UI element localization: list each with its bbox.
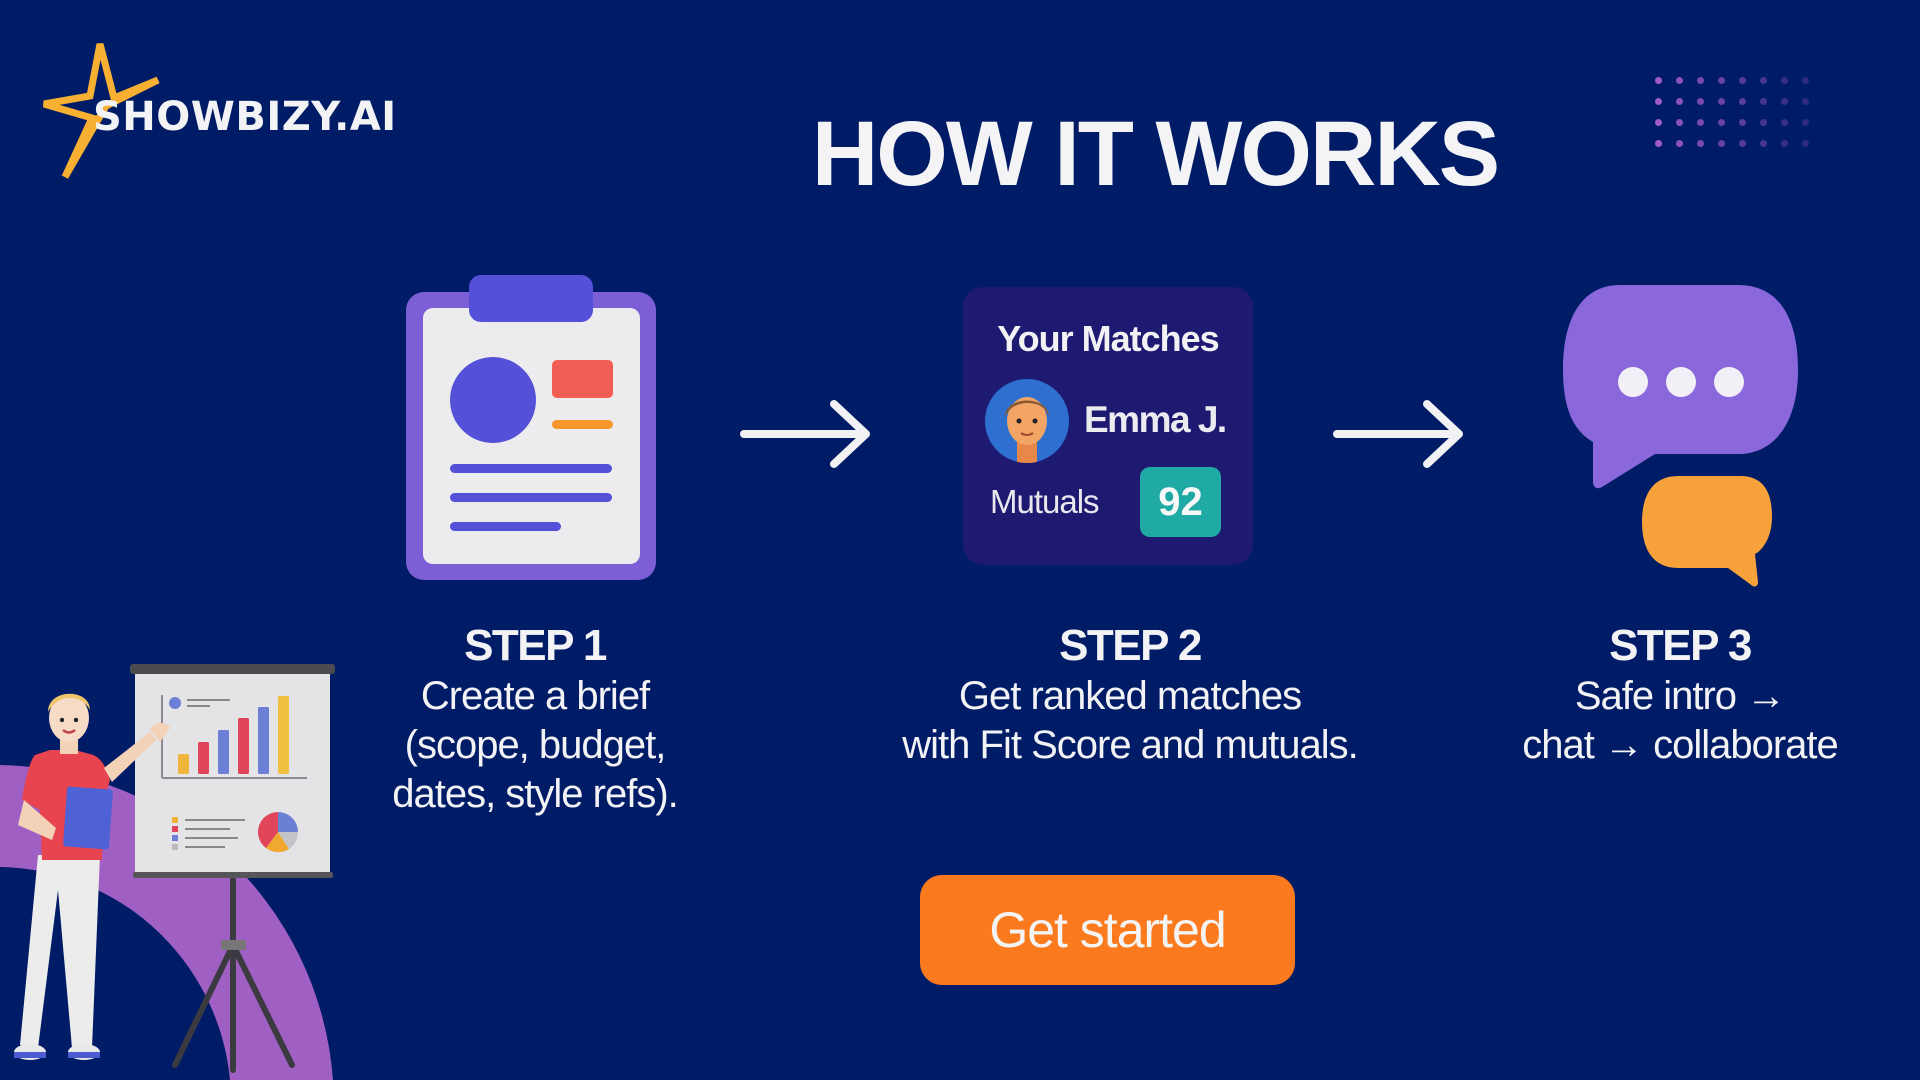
step-1-line-1: Create a brief — [420, 674, 650, 718]
decor-dot — [1655, 98, 1662, 105]
decor-dot — [1718, 119, 1725, 126]
presenter-figure — [14, 693, 170, 1060]
chat-bubbles-icon — [1563, 285, 1798, 587]
fit-score-badge: 92 — [1140, 467, 1221, 537]
decor-dot — [1739, 77, 1746, 84]
decor-dot — [1760, 98, 1767, 105]
decor-dot — [1739, 98, 1746, 105]
decor-dot — [1676, 98, 1683, 105]
decor-dot — [1760, 119, 1767, 126]
brand-logo[interactable]: SHOWBIZY.AI — [40, 40, 420, 185]
decor-dot — [1676, 77, 1683, 84]
step-2-line-2: with Fit Score and mutuals. — [902, 723, 1358, 767]
get-started-button[interactable]: Get started — [920, 875, 1295, 985]
decor-dot — [1655, 119, 1662, 126]
decor-dot — [1781, 77, 1788, 84]
decor-dot — [1718, 140, 1725, 147]
step-3: STEP 3 Safe intro → chat → collaborate — [1480, 620, 1880, 770]
decor-dot — [1676, 140, 1683, 147]
step-3-label: STEP 3 — [1609, 621, 1752, 670]
decor-dot — [1718, 98, 1725, 105]
decor-dot — [1760, 140, 1767, 147]
decor-dot — [1802, 119, 1809, 126]
decor-dot — [1781, 98, 1788, 105]
decor-dot — [1718, 77, 1725, 84]
easel-bar — [278, 696, 289, 774]
person-avatar-icon — [985, 379, 1069, 463]
decor-dot — [1697, 98, 1704, 105]
arrow-right-icon — [1333, 400, 1463, 468]
step-2-label: STEP 2 — [1059, 621, 1202, 670]
easel-bar — [238, 718, 249, 774]
step-1: STEP 1 Create a brief (scope, budget, da… — [320, 620, 750, 819]
easel-bar — [258, 707, 269, 774]
easel-bar — [218, 730, 229, 774]
clipboard-clip — [469, 275, 593, 322]
arrow-right-icon — [740, 400, 870, 468]
decor-dot — [1697, 140, 1704, 147]
matches-card-title: Your Matches — [997, 318, 1219, 359]
decor-dot — [1676, 119, 1683, 126]
clipboard-text-line — [450, 464, 612, 473]
decor-dot — [1802, 77, 1809, 84]
decor-dot — [1655, 140, 1662, 147]
easel-pie-chart — [257, 812, 299, 853]
step-1-label: STEP 1 — [464, 621, 607, 670]
easel-stand — [172, 877, 295, 1073]
clipboard-text-line — [450, 522, 561, 531]
clipboard-orange-line — [552, 420, 613, 429]
clipboard-text-line — [450, 493, 612, 502]
dot-grid-decoration — [1652, 74, 1820, 158]
clipboard-red-block — [552, 360, 613, 398]
easel-bar — [178, 754, 189, 774]
step-3-line-1: Safe intro → — [1574, 674, 1786, 718]
page-title: HOW IT WORKS — [811, 103, 1500, 205]
presenter-illustration — [14, 664, 335, 1073]
decor-dot — [1697, 77, 1704, 84]
clipboard-paper — [423, 308, 640, 564]
step-3-line-2: chat → collaborate — [1522, 723, 1839, 767]
step-2: STEP 2 Get ranked matches with Fit Score… — [850, 620, 1410, 770]
decor-dot — [1802, 98, 1809, 105]
decor-dot — [1739, 119, 1746, 126]
decor-dot — [1781, 140, 1788, 147]
decor-dot — [1697, 119, 1704, 126]
step-2-line-1: Get ranked matches — [958, 674, 1302, 718]
decor-dot — [1739, 140, 1746, 147]
clipboard-photo-circle — [450, 357, 536, 443]
mutuals-label: Mutuals — [990, 483, 1100, 520]
easel-bar-chart — [178, 696, 289, 774]
decor-dot — [1760, 77, 1767, 84]
decor-dot — [1781, 119, 1788, 126]
star-outline-icon — [43, 43, 160, 179]
brand-name: SHOWBIZY.AI — [93, 94, 397, 140]
easel-bar — [198, 742, 209, 774]
decor-dot — [1802, 140, 1809, 147]
step-1-line-3: dates, style refs). — [392, 772, 679, 816]
match-name: Emma J. — [1084, 399, 1227, 440]
step-1-line-2: (scope, budget, — [404, 723, 667, 767]
decor-dot — [1655, 77, 1662, 84]
